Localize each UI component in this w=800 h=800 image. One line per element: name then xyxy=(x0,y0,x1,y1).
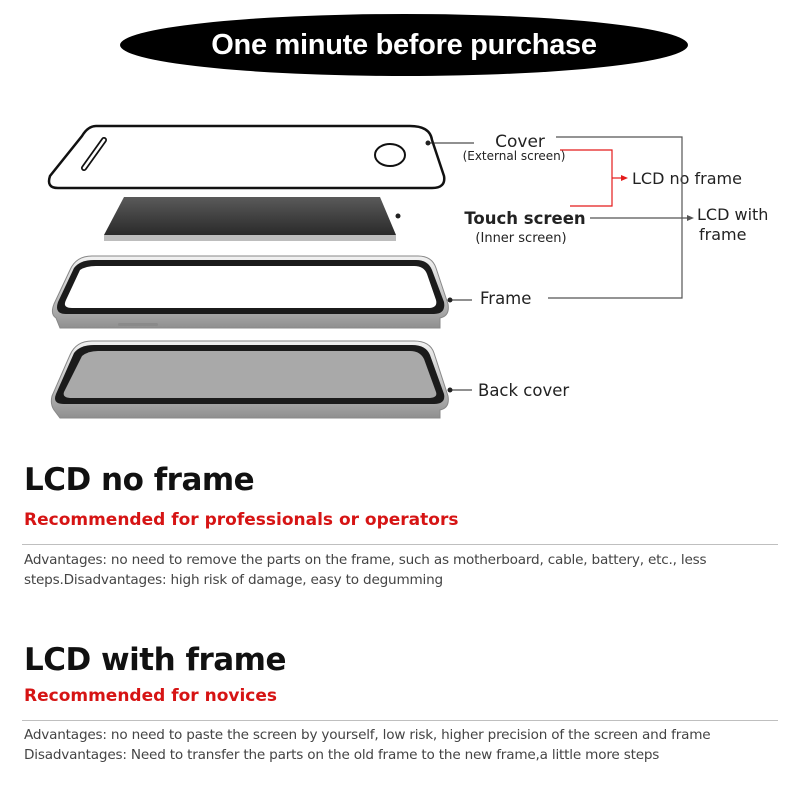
section-body-line: Disadvantages: Need to transfer the part… xyxy=(24,747,660,763)
lcd-with-frame-bracket xyxy=(548,136,694,299)
lcd-with-frame-group-label-line2: frame xyxy=(699,225,746,244)
frame-label: Frame xyxy=(480,289,531,308)
section-body-lcd-with-frame: Advantages: no need to paste the screen … xyxy=(24,725,780,765)
section-title-lcd-no-frame: LCD no frame xyxy=(24,462,255,498)
home-button-ring xyxy=(374,143,406,167)
cover-label: Cover xyxy=(495,132,545,152)
section-divider xyxy=(22,720,778,721)
section-body-lcd-no-frame: Advantages: no need to remove the parts … xyxy=(24,550,780,590)
banner-title: One minute before purchase xyxy=(211,29,597,61)
section-subtitle-lcd-with-frame: Recommended for novices xyxy=(24,686,278,706)
section-subtitle-lcd-no-frame: Recommended for professionals or operato… xyxy=(24,510,459,530)
touch-screen-sublabel: (Inner screen) xyxy=(475,231,566,246)
touch-screen-layer xyxy=(104,197,396,241)
leader-lines xyxy=(395,140,474,393)
title-banner: One minute before purchase xyxy=(120,14,688,76)
touch-screen-label: Touch screen xyxy=(464,209,585,228)
section-body-line: Advantages: no need to remove the parts … xyxy=(24,552,707,568)
cover-glass-layer xyxy=(47,124,446,190)
back-cover-label: Back cover xyxy=(478,381,569,400)
section-title-lcd-with-frame: LCD with frame xyxy=(24,642,287,678)
frame-side-button xyxy=(118,323,158,326)
lcd-no-frame-bracket xyxy=(560,149,628,207)
back-cover-layer xyxy=(50,340,449,419)
section-body-line: steps.Disadvantages: high risk of damage… xyxy=(24,572,443,588)
cover-sublabel: (External screen) xyxy=(463,149,566,163)
banner-ellipse xyxy=(120,14,688,76)
lcd-with-frame-group-label-line1: LCD with xyxy=(697,205,768,224)
frame-layer xyxy=(51,255,449,329)
lcd-no-frame-group-label: LCD no frame xyxy=(632,169,742,188)
section-body-line: Advantages: no need to paste the screen … xyxy=(24,727,711,743)
exploded-diagram: Cover (External screen) Touch screen (In… xyxy=(47,124,768,419)
section-divider xyxy=(22,544,778,545)
